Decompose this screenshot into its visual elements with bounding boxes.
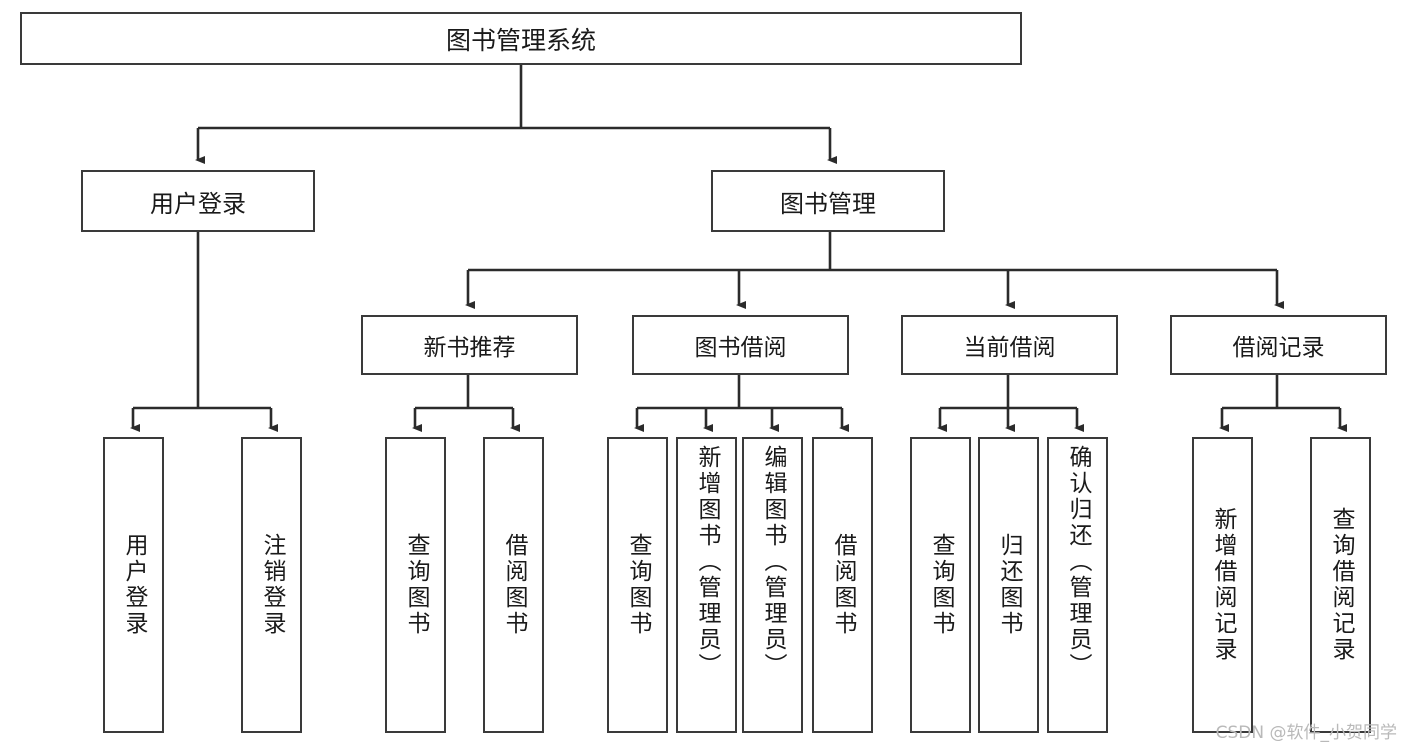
node-root-book-management-system[interactable]: 图书管理系统: [20, 12, 1022, 65]
leaf-label: 查询图书: [625, 533, 651, 637]
leaf-label: 借阅图书: [501, 533, 527, 637]
leaf-label: 确认归还（管理员）: [1065, 445, 1091, 679]
leaf-label: 归还图书: [996, 533, 1022, 637]
watermark-text: CSDN @软件_小贺同学: [1215, 723, 1397, 743]
node-new-book-recommend[interactable]: 新书推荐: [361, 315, 578, 375]
leaf-label: 查询图书: [928, 533, 954, 637]
leaf-user-login-logout[interactable]: 注销登录: [241, 437, 302, 733]
leaf-book-borrow-add-book-admin[interactable]: 新增图书（管理员）: [676, 437, 737, 733]
leaf-book-borrow-query-book[interactable]: 查询图书: [607, 437, 668, 733]
node-current-borrow[interactable]: 当前借阅: [901, 315, 1118, 375]
leaf-current-borrow-query-book[interactable]: 查询图书: [910, 437, 971, 733]
leaf-label: 借阅图书: [830, 533, 856, 637]
leaf-label: 新增借阅记录: [1210, 507, 1236, 663]
node-borrow-record[interactable]: 借阅记录: [1170, 315, 1387, 375]
node-book-management[interactable]: 图书管理: [711, 170, 945, 232]
node-borrow-record-label: 借阅记录: [1232, 335, 1325, 361]
leaf-user-login-login[interactable]: 用户登录: [103, 437, 164, 733]
leaf-new-book-query-book[interactable]: 查询图书: [385, 437, 446, 733]
leaf-book-borrow-edit-book-admin[interactable]: 编辑图书（管理员）: [742, 437, 803, 733]
node-book-management-label: 图书管理: [780, 189, 876, 218]
leaf-label: 新增图书（管理员）: [694, 445, 720, 679]
leaf-new-book-borrow-book[interactable]: 借阅图书: [483, 437, 544, 733]
node-root-label: 图书管理系统: [445, 25, 596, 55]
leaf-label: 编辑图书（管理员）: [760, 445, 786, 679]
leaf-borrow-record-query-record[interactable]: 查询借阅记录: [1310, 437, 1371, 733]
leaf-label: 查询图书: [403, 533, 429, 637]
leaf-label: 用户登录: [121, 533, 147, 637]
node-book-borrow[interactable]: 图书借阅: [632, 315, 849, 375]
node-user-login[interactable]: 用户登录: [81, 170, 315, 232]
leaf-book-borrow-borrow-book[interactable]: 借阅图书: [812, 437, 873, 733]
node-current-borrow-label: 当前借阅: [963, 335, 1056, 361]
leaf-current-borrow-return-book[interactable]: 归还图书: [978, 437, 1039, 733]
node-book-borrow-label: 图书借阅: [694, 335, 787, 361]
leaf-label: 注销登录: [259, 533, 285, 637]
leaf-borrow-record-add-record[interactable]: 新增借阅记录: [1192, 437, 1253, 733]
leaf-current-borrow-confirm-return-admin[interactable]: 确认归还（管理员）: [1047, 437, 1108, 733]
leaf-label: 查询借阅记录: [1328, 507, 1354, 663]
node-user-login-label: 用户登录: [150, 189, 246, 218]
node-new-book-recommend-label: 新书推荐: [423, 335, 516, 361]
